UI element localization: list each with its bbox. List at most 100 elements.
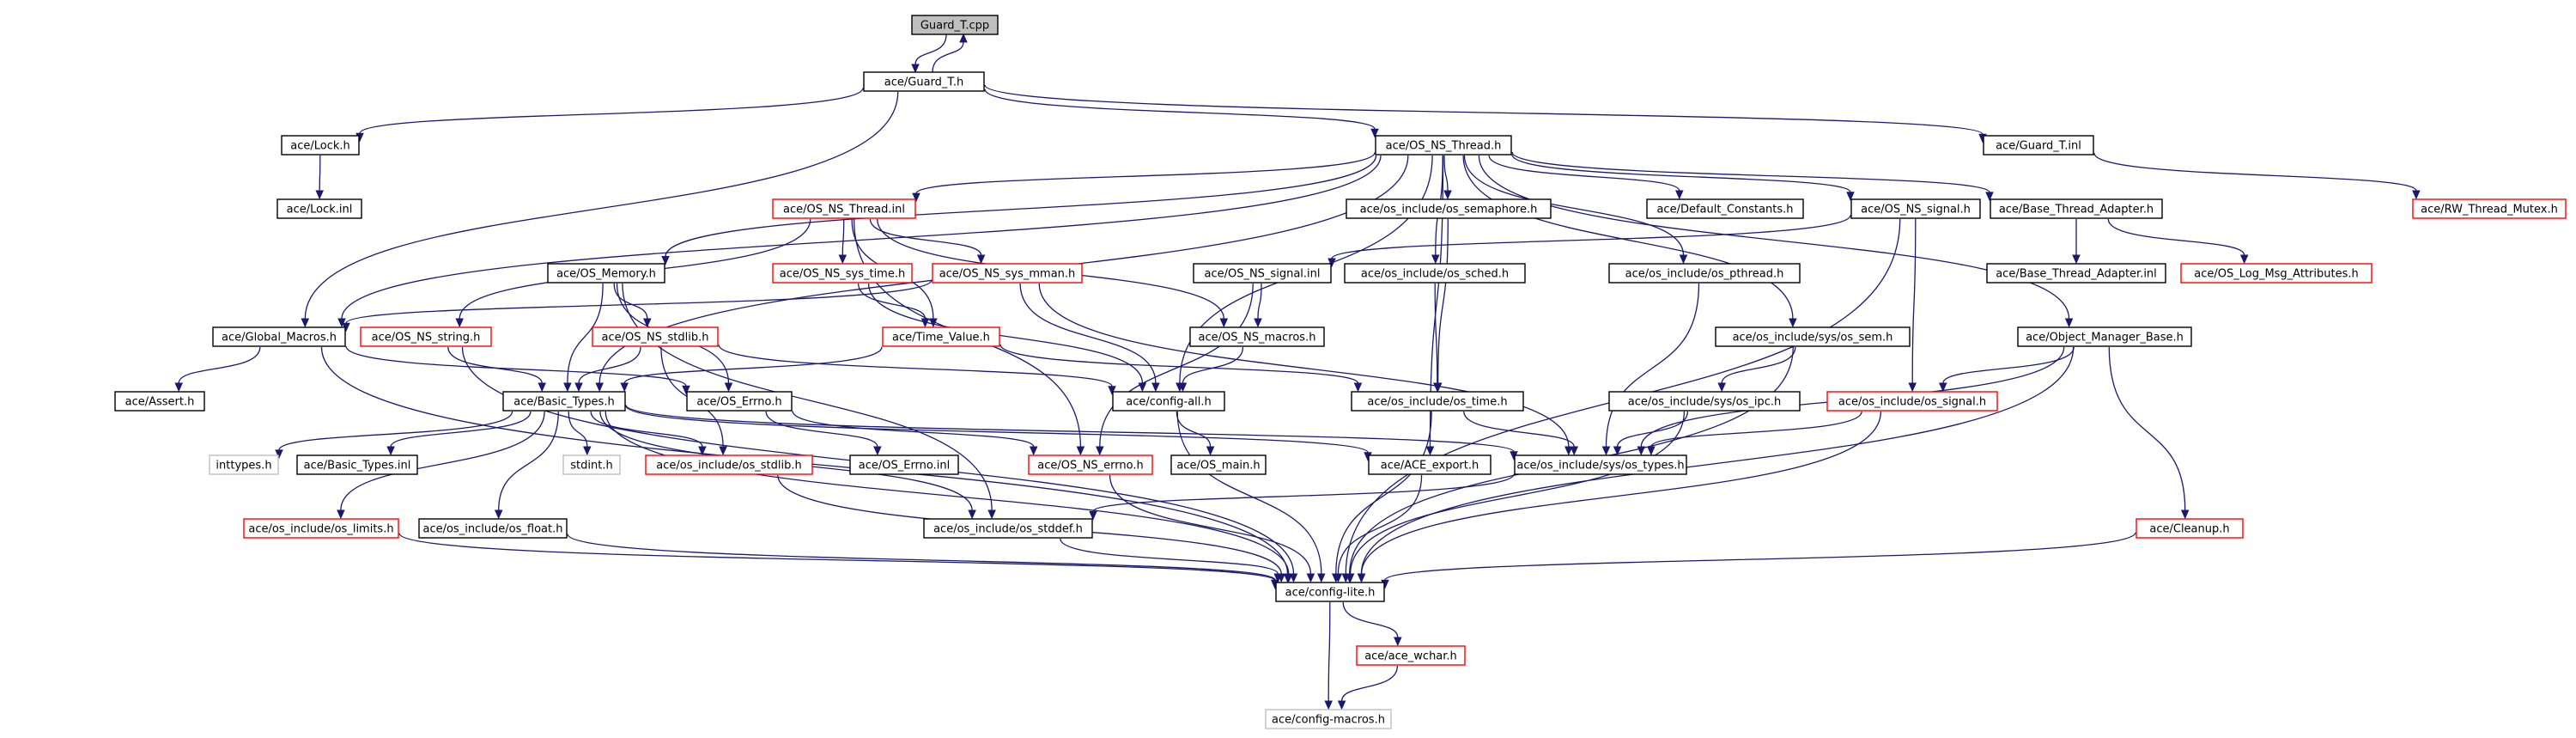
node-os_ns_macros[interactable]: ace/OS_NS_macros.h bbox=[1189, 326, 1325, 347]
node-os_ns_signal_inl[interactable]: ace/OS_NS_signal.inl bbox=[1193, 263, 1332, 284]
node-box[interactable] bbox=[1170, 454, 1267, 475]
node-os_memory[interactable]: ace/OS_Memory.h bbox=[547, 263, 665, 284]
node-box[interactable] bbox=[863, 71, 985, 92]
node-box[interactable] bbox=[1368, 454, 1492, 475]
node-time_value[interactable]: ace/Time_Value.h bbox=[882, 326, 1000, 347]
node-box[interactable] bbox=[209, 454, 279, 475]
node-box[interactable] bbox=[1646, 198, 1804, 219]
node-object_manager_base[interactable]: ace/Object_Manager_Base.h bbox=[2017, 326, 2192, 347]
node-box[interactable] bbox=[772, 263, 913, 284]
node-box[interactable] bbox=[281, 135, 360, 156]
node-box[interactable] bbox=[114, 391, 205, 412]
node-os_log_msg[interactable]: ace/OS_Log_Msg_Attributes.h bbox=[2180, 263, 2372, 284]
node-box[interactable] bbox=[923, 518, 1093, 539]
node-box[interactable] bbox=[1189, 326, 1325, 347]
node-box[interactable] bbox=[1983, 135, 2094, 156]
node-lock_h[interactable]: ace/Lock.h bbox=[281, 135, 360, 156]
node-global_macros[interactable]: ace/Global_Macros.h bbox=[212, 326, 346, 347]
node-box[interactable] bbox=[1826, 391, 1998, 412]
node-config_all[interactable]: ace/config-all.h bbox=[1112, 391, 1225, 412]
node-box[interactable] bbox=[1356, 645, 1466, 666]
node-box[interactable] bbox=[2136, 518, 2244, 539]
node-os_include_stdlib[interactable]: ace/os_include/os_stdlib.h bbox=[645, 454, 813, 475]
node-box[interactable] bbox=[1375, 135, 1512, 156]
node-ace_export[interactable]: ace/ACE_export.h bbox=[1368, 454, 1492, 475]
node-box[interactable] bbox=[1715, 326, 1911, 347]
node-os_float[interactable]: ace/os_include/os_float.h bbox=[418, 518, 568, 539]
node-box[interactable] bbox=[1193, 263, 1332, 284]
node-box[interactable] bbox=[772, 198, 916, 219]
node-box[interactable] bbox=[2180, 263, 2372, 284]
node-box[interactable] bbox=[502, 391, 626, 412]
node-box[interactable] bbox=[1346, 198, 1552, 219]
node-box[interactable] bbox=[592, 326, 719, 347]
node-os_ns_stdlib_h[interactable]: ace/OS_NS_stdlib.h bbox=[592, 326, 719, 347]
node-box[interactable] bbox=[1608, 263, 1801, 284]
node-lock_inl[interactable]: ace/Lock.inl bbox=[276, 198, 362, 219]
node-box[interactable] bbox=[1986, 263, 2166, 284]
node-os_errno_h[interactable]: ace/OS_Errno.h bbox=[686, 391, 793, 412]
node-box[interactable] bbox=[418, 518, 568, 539]
node-config_macros[interactable]: ace/config-macros.h bbox=[1265, 709, 1392, 729]
node-box[interactable] bbox=[1265, 709, 1392, 729]
node-stdint[interactable]: stdint.h bbox=[562, 454, 621, 475]
node-sys_os_ipc[interactable]: ace/os_include/sys/os_ipc.h bbox=[1608, 391, 1801, 412]
node-os_ns_thread_h[interactable]: ace/OS_NS_Thread.h bbox=[1375, 135, 1512, 156]
node-box[interactable] bbox=[2412, 198, 2567, 219]
node-box[interactable] bbox=[1990, 198, 2163, 219]
node-box[interactable] bbox=[2017, 326, 2192, 347]
node-os_ns_sys_time[interactable]: ace/OS_NS_sys_time.h bbox=[772, 263, 913, 284]
node-box[interactable] bbox=[911, 15, 999, 35]
node-box[interactable] bbox=[1608, 391, 1801, 412]
node-os_include_signal[interactable]: ace/os_include/os_signal.h bbox=[1826, 391, 1998, 412]
node-os_errno_inl[interactable]: ace/OS_Errno.inl bbox=[849, 454, 959, 475]
node-os_time[interactable]: ace/os_include/os_time.h bbox=[1351, 391, 1524, 412]
node-os_semaphore[interactable]: ace/os_include/os_semaphore.h bbox=[1346, 198, 1552, 219]
node-guard_cpp[interactable]: Guard_T.cpp bbox=[911, 15, 999, 35]
node-box[interactable] bbox=[849, 454, 959, 475]
node-inttypes[interactable]: inttypes.h bbox=[209, 454, 279, 475]
node-base_thread_adapter_h[interactable]: ace/Base_Thread_Adapter.h bbox=[1990, 198, 2163, 219]
node-box[interactable] bbox=[547, 263, 665, 284]
node-base_thread_adapter_inl[interactable]: ace/Base_Thread_Adapter.inl bbox=[1986, 263, 2166, 284]
node-guard_inl[interactable]: ace/Guard_T.inl bbox=[1983, 135, 2094, 156]
node-box[interactable] bbox=[296, 454, 418, 475]
node-os_ns_sys_mman[interactable]: ace/OS_NS_sys_mman.h bbox=[932, 263, 1083, 284]
node-rw_mutex[interactable]: ace/RW_Thread_Mutex.h bbox=[2412, 198, 2567, 219]
node-ace_wchar[interactable]: ace/ace_wchar.h bbox=[1356, 645, 1466, 666]
node-box[interactable] bbox=[1112, 391, 1225, 412]
node-box[interactable] bbox=[645, 454, 813, 475]
node-box[interactable] bbox=[932, 263, 1083, 284]
node-os_ns_errno[interactable]: ace/OS_NS_errno.h bbox=[1028, 454, 1153, 475]
node-box[interactable] bbox=[1351, 391, 1524, 412]
node-os_ns_string[interactable]: ace/OS_NS_string.h bbox=[360, 326, 492, 347]
node-box[interactable] bbox=[1344, 263, 1526, 284]
node-basic_types_inl[interactable]: ace/Basic_Types.inl bbox=[296, 454, 418, 475]
node-box[interactable] bbox=[243, 518, 399, 539]
node-sys_os_types[interactable]: ace/os_include/sys/os_types.h bbox=[1514, 454, 1687, 475]
node-os_ns_signal_h[interactable]: ace/OS_NS_signal.h bbox=[1850, 198, 1981, 219]
node-guard_h[interactable]: ace/Guard_T.h bbox=[863, 71, 985, 92]
node-os_stddef[interactable]: ace/os_include/os_stddef.h bbox=[923, 518, 1093, 539]
node-box[interactable] bbox=[1850, 198, 1981, 219]
node-basic_types_h[interactable]: ace/Basic_Types.h bbox=[502, 391, 626, 412]
node-box[interactable] bbox=[1275, 582, 1385, 602]
node-box[interactable] bbox=[882, 326, 1000, 347]
node-assert_h[interactable]: ace/Assert.h bbox=[114, 391, 205, 412]
node-sys_os_sem[interactable]: ace/os_include/sys/os_sem.h bbox=[1715, 326, 1911, 347]
node-box[interactable] bbox=[360, 326, 492, 347]
node-config_lite[interactable]: ace/config-lite.h bbox=[1275, 582, 1385, 602]
node-os_ns_thread_inl[interactable]: ace/OS_NS_Thread.inl bbox=[772, 198, 916, 219]
node-os_limits[interactable]: ace/os_include/os_limits.h bbox=[243, 518, 399, 539]
node-os_main[interactable]: ace/OS_main.h bbox=[1170, 454, 1267, 475]
node-box[interactable] bbox=[212, 326, 346, 347]
node-box[interactable] bbox=[1028, 454, 1153, 475]
node-box[interactable] bbox=[276, 198, 362, 219]
node-box[interactable] bbox=[686, 391, 793, 412]
node-os_sched[interactable]: ace/os_include/os_sched.h bbox=[1344, 263, 1526, 284]
node-box[interactable] bbox=[562, 454, 621, 475]
node-os_pthread[interactable]: ace/os_include/os_pthread.h bbox=[1608, 263, 1801, 284]
node-default_constants[interactable]: ace/Default_Constants.h bbox=[1646, 198, 1804, 219]
node-cleanup[interactable]: ace/Cleanup.h bbox=[2136, 518, 2244, 539]
node-box[interactable] bbox=[1514, 454, 1687, 475]
